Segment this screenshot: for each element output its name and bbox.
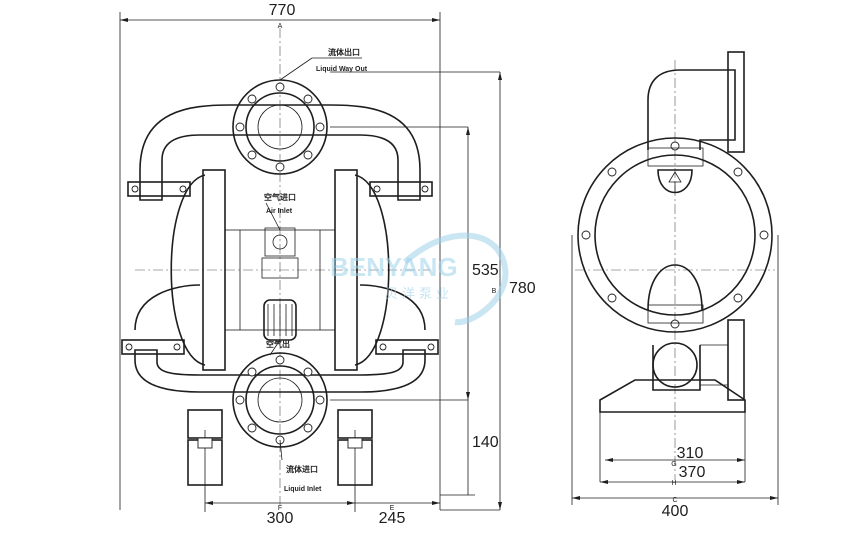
base-inner-letter: G xyxy=(671,461,676,468)
overall-width-letter: A xyxy=(278,23,283,30)
overall-height-letter: B xyxy=(492,288,497,295)
base-inner-value: 310 xyxy=(677,445,704,462)
air-inlet-label-en: Air Inlet xyxy=(266,208,293,215)
watermark-brand-cn: 贝洋泵业 xyxy=(385,287,453,302)
inlet-label-cn: 流体进口 xyxy=(286,464,318,474)
side-width-value: 400 xyxy=(662,503,689,520)
air-outlet-label-cn: 空气出 xyxy=(266,339,290,349)
outlet-label-cn: 流体出口 xyxy=(328,47,360,57)
overall-width-value: 770 xyxy=(269,2,296,19)
side-view: 310 G 370 H C 400 xyxy=(571,51,779,520)
foot-spacing-letter: F xyxy=(278,505,282,512)
foot-offset-letter: E xyxy=(390,505,395,512)
foot-offset-value: 245 xyxy=(379,510,406,527)
air-inlet-label-cn: 空气进口 xyxy=(264,192,296,202)
brand-watermark: BENYANG 贝洋泵业 xyxy=(330,232,509,326)
inlet-label-en: Liquid Inlet xyxy=(284,486,322,493)
overall-height-value: 780 xyxy=(509,280,536,297)
center-height-value: 535 xyxy=(472,262,499,279)
front-view: 770 A xyxy=(119,2,536,527)
inlet-height-value: 140 xyxy=(472,434,499,451)
base-outer-value: 370 xyxy=(679,464,706,481)
foot-spacing-value: 300 xyxy=(267,510,294,527)
watermark-brand: BENYANG xyxy=(330,252,458,282)
side-width-letter: C xyxy=(672,497,677,504)
base-outer-letter: H xyxy=(671,480,676,487)
outlet-label-en: Liquid Way Out xyxy=(316,66,368,73)
